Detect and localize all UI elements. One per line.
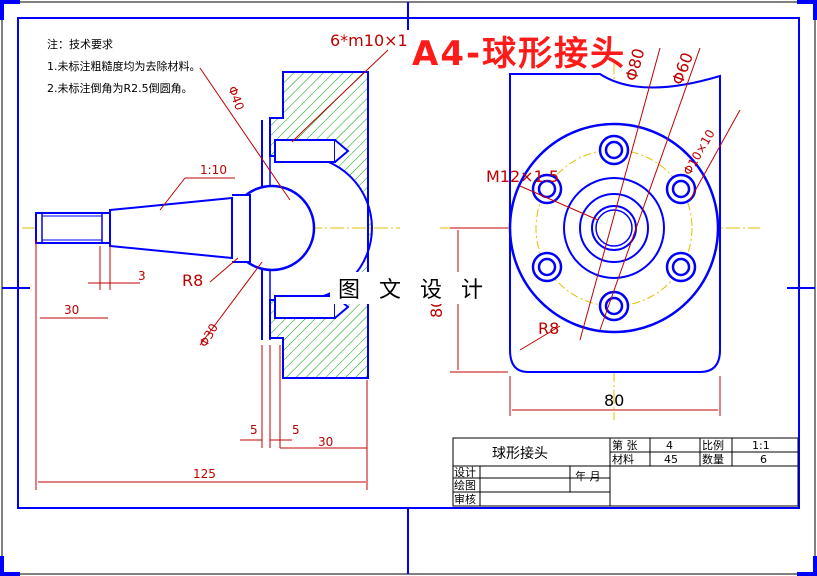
scale-value: 1:1 bbox=[752, 439, 770, 452]
draw-label: 绘图 bbox=[454, 478, 476, 492]
dim-30-top: 30 bbox=[64, 303, 79, 317]
threaded-end bbox=[35, 212, 111, 244]
dim-d40: Φ40 bbox=[225, 84, 247, 112]
bolt-hole-bottom bbox=[274, 295, 336, 319]
qty-value: 6 bbox=[760, 453, 767, 466]
tapered-shaft bbox=[109, 196, 233, 260]
sheet-value: 4 bbox=[666, 439, 673, 452]
dim-125: 125 bbox=[193, 467, 216, 481]
material-label: 材料 bbox=[612, 452, 634, 466]
flange-outline bbox=[509, 73, 721, 373]
dim-30-bottom: 30 bbox=[318, 435, 333, 449]
tech-requirements: 注：技术要求 1.未标注粗糙度均为去除材料。 2.未标注倒角为R2.5倒圆角。 bbox=[47, 37, 201, 95]
tech-item-1: 1.未标注粗糙度均为去除材料。 bbox=[47, 59, 201, 73]
left-dimensions bbox=[35, 49, 389, 490]
part-name: 球形接头 bbox=[492, 445, 548, 462]
dim-r8: R8 bbox=[182, 271, 203, 290]
dim-5b: 5 bbox=[292, 423, 300, 437]
watermark-text: 图 文 设 计 bbox=[330, 272, 497, 304]
dim-taper: 1:10 bbox=[200, 163, 227, 177]
right-end-view bbox=[440, 60, 760, 420]
flange-circle bbox=[508, 122, 720, 334]
bolt-holes bbox=[531, 134, 697, 322]
bolt-hole-top bbox=[274, 139, 336, 163]
date-label: 年 月 bbox=[575, 469, 601, 483]
dim-d30: Φ30 bbox=[196, 321, 220, 349]
check-label: 审核 bbox=[454, 492, 476, 506]
dim-r8-right: R8 bbox=[538, 319, 559, 338]
title-block: 球形接头 第 张 4 比例 1:1 材料 45 数量 6 设计 绘图 审核 年 … bbox=[452, 437, 799, 507]
dim-m12: M12×1.5 bbox=[486, 167, 559, 186]
dim-thread: 6*m10×1 bbox=[330, 31, 408, 50]
tech-item-2: 2.未标注倒角为R2.5倒圆角。 bbox=[47, 81, 193, 95]
qty-label: 数量 bbox=[702, 453, 724, 466]
dim-5a: 5 bbox=[250, 423, 258, 437]
sheet-label: 第 张 bbox=[612, 438, 638, 452]
overlay-title: A4-球形接头 bbox=[412, 34, 627, 74]
design-label: 设计 bbox=[454, 466, 476, 479]
dim-3: 3 bbox=[138, 269, 146, 283]
material-value: 45 bbox=[664, 453, 678, 466]
dim-80-bottom: 80 bbox=[604, 391, 624, 410]
scale-label: 比例 bbox=[702, 438, 724, 452]
tech-heading: 注：技术要求 bbox=[47, 37, 113, 51]
